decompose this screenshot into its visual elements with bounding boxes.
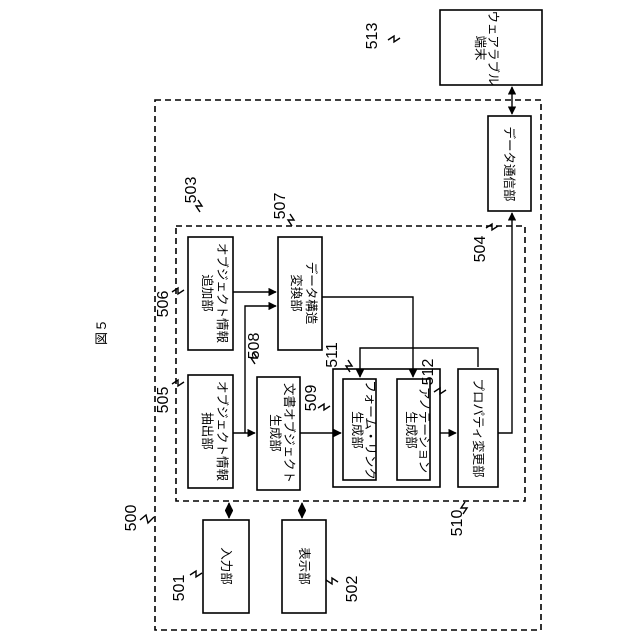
leader-502 bbox=[326, 578, 338, 584]
document-object-label-line1: 文書オブジェクト bbox=[282, 383, 297, 483]
leader-501 bbox=[190, 571, 202, 577]
data-structure-label-line2: 変換部 bbox=[289, 274, 304, 312]
object-info-add-label-line1: オブジェクト情報 bbox=[215, 243, 230, 344]
leader-513 bbox=[388, 36, 400, 42]
ref-507: 507 bbox=[272, 193, 289, 220]
display-label: 表示部 bbox=[297, 547, 312, 585]
property-change-label: プロパティ変更部 bbox=[471, 378, 486, 477]
ref-510: 510 bbox=[449, 510, 466, 537]
form-link-label-line2: 生成部 bbox=[350, 411, 365, 449]
ref-502: 502 bbox=[344, 576, 361, 603]
leader-506 bbox=[172, 288, 184, 294]
data-communication-label: データ通信部 bbox=[502, 126, 517, 201]
ref-503: 503 bbox=[183, 177, 200, 204]
ref-511: 511 bbox=[324, 342, 341, 368]
data-structure-label-line1: データ構造 bbox=[304, 262, 319, 325]
input-label: 入力部 bbox=[219, 547, 234, 585]
figure-title: 図５ bbox=[95, 319, 110, 345]
ref-505: 505 bbox=[155, 387, 172, 414]
ref-513: 513 bbox=[364, 23, 381, 50]
ref-509: 509 bbox=[303, 385, 320, 412]
wearable-terminal-label-line2: 端末 bbox=[473, 35, 488, 61]
object-info-extract-label-line2: 抽出部 bbox=[200, 412, 215, 450]
arrow-property-datacomm bbox=[498, 213, 512, 433]
ref-508: 508 bbox=[246, 333, 263, 360]
annotation-label-line2: 生成部 bbox=[404, 411, 419, 449]
leader-500 bbox=[140, 515, 154, 523]
object-info-add-label-line2: 追加部 bbox=[200, 274, 215, 312]
ref-512: 512 bbox=[420, 359, 437, 386]
document-object-label-line2: 生成部 bbox=[268, 414, 283, 452]
ref-504: 504 bbox=[472, 236, 489, 263]
leader-505 bbox=[172, 380, 184, 386]
ref-501: 501 bbox=[171, 575, 188, 602]
ref-500: 500 bbox=[123, 505, 140, 532]
ref-506: 506 bbox=[155, 291, 172, 318]
leader-504 bbox=[486, 224, 498, 230]
object-info-extract-label-line1: オブジェクト情報 bbox=[215, 381, 230, 482]
